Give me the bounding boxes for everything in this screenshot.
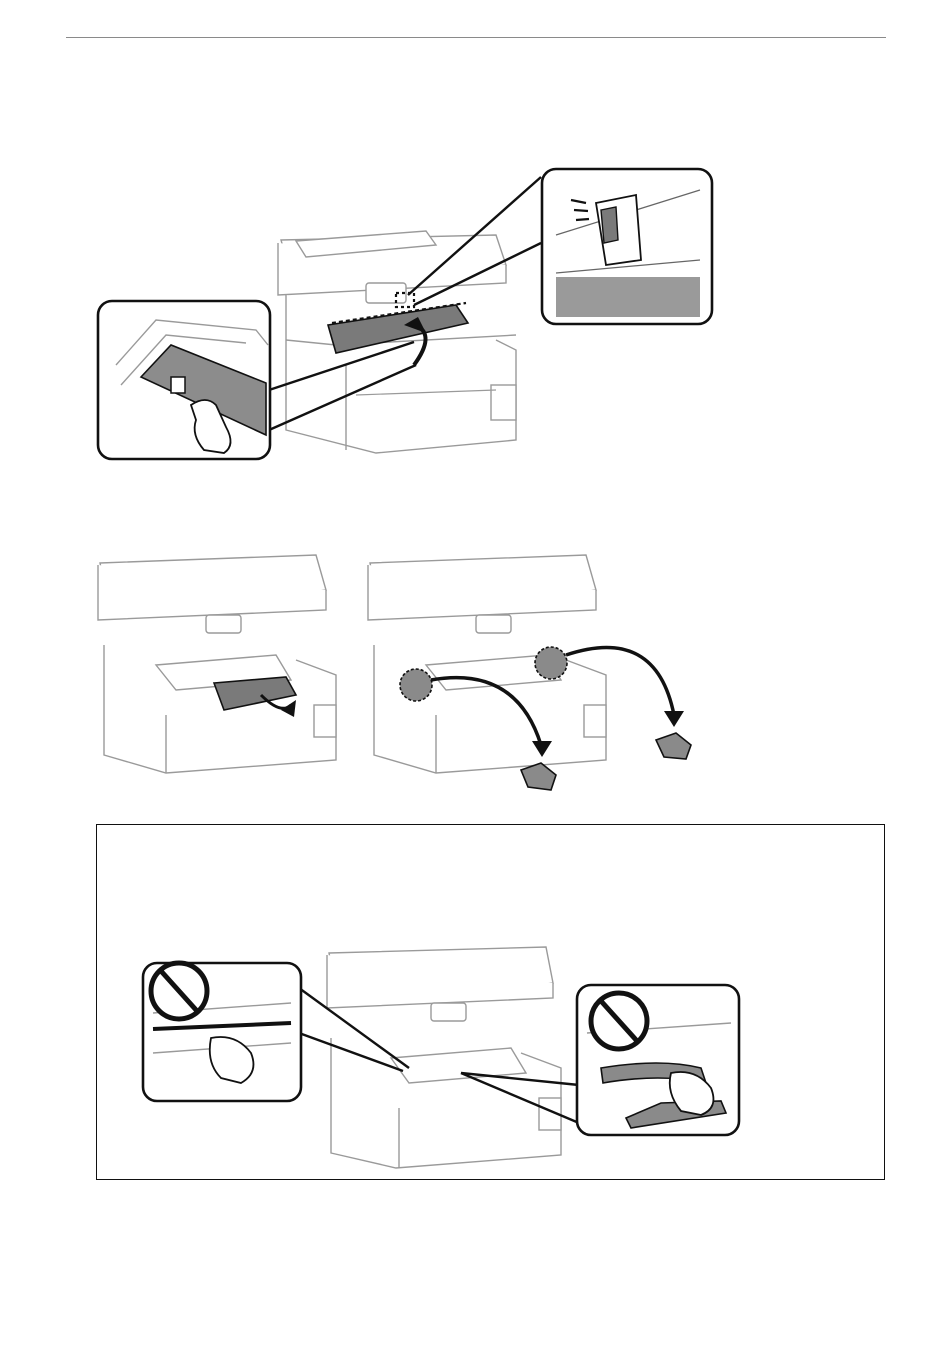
do-not-touch-illustration <box>141 943 741 1173</box>
no-touch-film-callout <box>143 963 301 1101</box>
open-scanner-unit-illustration <box>96 165 718 465</box>
caution-note-box <box>96 824 885 1180</box>
scanner-handle-callout <box>98 301 270 459</box>
lock-lever-callout <box>542 169 712 324</box>
remove-jammed-paper-illustration <box>96 545 726 800</box>
printer-drawing <box>278 231 516 453</box>
header-rule <box>66 37 886 38</box>
no-touch-cable-callout <box>577 985 739 1135</box>
printer-pull-paper <box>98 555 336 773</box>
printer-remove-scraps <box>368 555 691 790</box>
printer-interior <box>327 947 561 1168</box>
